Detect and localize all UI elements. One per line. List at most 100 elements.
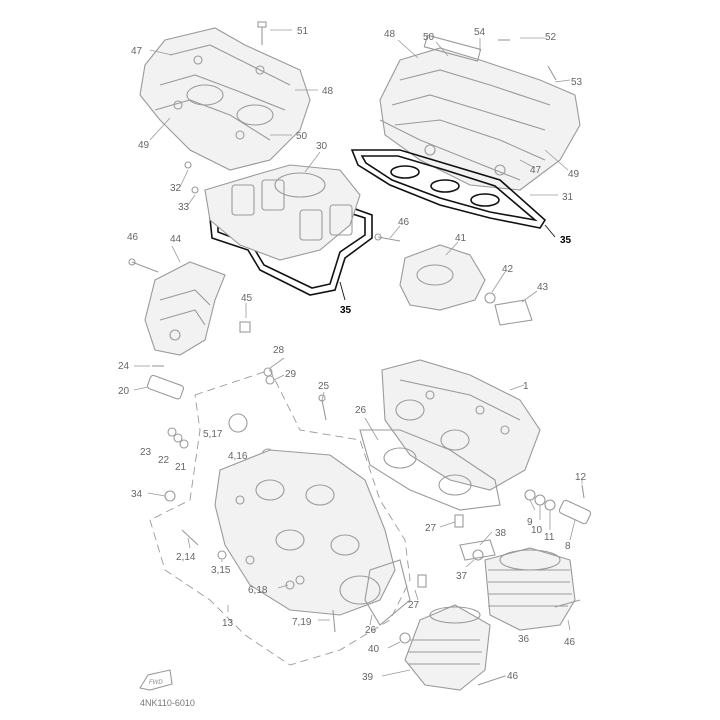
side-cover-44 [144,261,226,356]
label-50b: 50 [423,32,435,43]
stud-7-19 [332,609,336,633]
label-22: 22 [158,455,170,466]
label-8: 8 [565,541,571,552]
bolt-51 [257,21,267,45]
nut-37 [472,549,484,561]
label-54: 54 [474,27,486,38]
label-10: 10 [531,525,543,536]
label-46d: 46 [507,671,519,682]
label-52: 52 [545,32,557,43]
label-33: 33 [178,202,190,213]
label-44: 44 [170,234,182,245]
label-5-17: 5,17 [203,429,223,440]
label-53: 53 [571,77,583,88]
label-3-15: 3,15 [211,565,231,576]
bolt-29 [265,375,275,385]
nut-45 [239,321,251,333]
diagram-code: 4NK110-6010 [140,698,195,708]
dowel-27-lower [417,574,427,588]
bolt-32 [184,161,192,169]
label-45: 45 [241,293,253,304]
label-37: 37 [456,571,468,582]
dowel-27-upper [454,514,464,528]
label-7-19: 7,19 [292,617,312,628]
label-9: 9 [527,517,533,528]
label-50a: 50 [296,131,308,142]
label-49b: 49 [568,169,580,180]
label-47b: 47 [530,165,542,176]
label-30: 30 [316,141,328,152]
gasket-35-rear [350,149,547,229]
seal-42 [484,292,496,304]
label-46a: 46 [127,232,139,243]
label-28: 28 [273,345,285,356]
label-26a: 26 [355,405,367,416]
cylinder-head-cover-front [139,27,311,171]
orings-21-23 [167,427,189,449]
label-26b: 26 [365,625,377,636]
plug-34 [164,490,176,502]
label-32: 32 [170,183,182,194]
label-2-14: 2,14 [176,552,196,563]
plug-25 [318,394,327,421]
label-42: 42 [502,264,514,275]
fwd-arrow-icon: FWD [139,669,173,691]
label-49a: 49 [138,140,150,151]
label-46c: 46 [564,637,576,648]
label-21: 21 [175,462,187,473]
head-gasket-26 [359,429,501,511]
label-38: 38 [495,528,507,539]
bolt-33 [191,186,199,194]
label-29: 29 [285,369,297,380]
sensor-20 [146,374,185,400]
cylinder-head-13 [214,449,396,616]
dowel-3-15 [217,550,227,560]
label-27a: 27 [425,523,437,534]
label-34: 34 [131,489,143,500]
bolts-52 [498,39,557,81]
label-41: 41 [455,233,467,244]
cylinder-head-cover-rear [379,34,581,191]
label-35b: 35 [340,305,352,316]
fwd-label: FWD [149,680,163,686]
bolt-46-cyl39 [477,675,506,686]
label-35a: 35 [560,235,572,246]
label-43: 43 [537,282,549,293]
nut-40 [399,632,411,644]
label-1: 1 [523,381,529,392]
label-31: 31 [562,192,574,203]
label-25: 25 [318,381,330,392]
label-36: 36 [518,634,530,645]
sensor-8 [558,499,592,525]
front-head-top-assembly [204,164,361,261]
stud-2-14 [181,529,199,546]
label-40: 40 [368,644,380,655]
label-11: 11 [544,532,555,543]
plate-5-17 [228,413,248,433]
head-gasket-26-lower [364,559,411,626]
label-24: 24 [118,361,130,372]
assembly-13-outline [149,369,411,666]
label-27b: 27 [408,600,420,611]
cover-41 [399,244,486,311]
label-13: 13 [222,618,234,629]
plate-38 [459,539,496,561]
label-48b: 48 [384,29,396,40]
label-23: 23 [140,447,152,458]
label-47a: 47 [131,46,143,57]
cylinder-head-1 [381,359,541,491]
bolt-6-18 [285,580,295,590]
label-20: 20 [118,386,130,397]
label-6-18: 6,18 [248,585,268,596]
callout-labels: 51 47 48 49 50 30 32 33 48 50 54 52 53 4… [118,26,587,683]
bolt-46-right [374,233,401,242]
plate-43 [494,299,533,326]
label-39: 39 [362,672,374,683]
label-12: 12 [575,472,587,483]
pin-12 [581,484,585,499]
label-46b: 46 [398,217,410,228]
label-51: 51 [297,26,309,37]
cylinder-36 [484,547,576,631]
cylinder-39 [404,604,491,691]
